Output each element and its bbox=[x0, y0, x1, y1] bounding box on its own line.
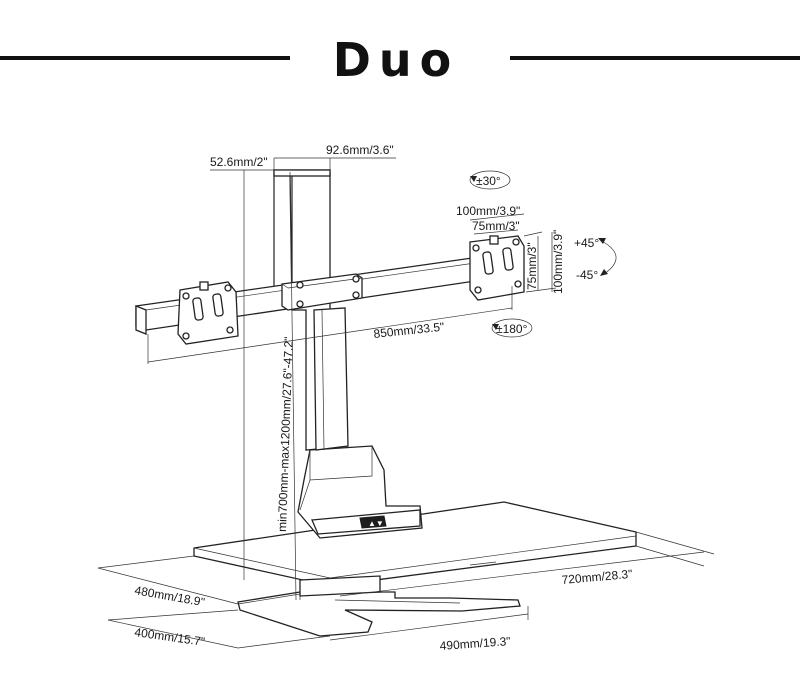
label-vesa-75: 75mm/3" bbox=[472, 219, 520, 233]
dimension-lines bbox=[97, 157, 715, 649]
label-vesa-75-vertical: 75mm/3" bbox=[525, 242, 539, 290]
label-vesa-100: 100mm/3.9" bbox=[456, 204, 520, 218]
label-vesa-100-vertical: 100mm/3.9" bbox=[551, 230, 565, 294]
lift-housing: ▲▼ bbox=[297, 445, 423, 539]
base-plate bbox=[237, 591, 521, 637]
tilt-rotation-icon bbox=[469, 170, 511, 190]
page-title: Duo bbox=[333, 33, 460, 87]
label-tilt: ±30° bbox=[476, 174, 501, 188]
label-base-width: 490mm/19.3" bbox=[439, 634, 511, 653]
label-swivel-plus: +45° bbox=[574, 236, 599, 250]
label-swivel-minus: -45° bbox=[576, 268, 598, 282]
label-arm-width: 850mm/33.5" bbox=[373, 320, 445, 341]
right-vesa-plate bbox=[469, 235, 525, 301]
label-height-range: min700mm-max1200mm/27.6"-47.2" bbox=[275, 336, 296, 532]
arm-clamp bbox=[281, 273, 363, 311]
rotation-180-icon bbox=[491, 318, 533, 338]
label-mast-width: 92.6mm/3.6" bbox=[326, 143, 394, 157]
svg-text:▲▼: ▲▼ bbox=[368, 519, 384, 528]
left-vesa-plate bbox=[177, 281, 239, 345]
label-base-depth: 400mm/15.7" bbox=[134, 625, 206, 649]
label-desk-width: 720mm/28.3" bbox=[561, 567, 633, 587]
label-rotation: ±180° bbox=[496, 322, 528, 336]
swivel-arrow-icon bbox=[598, 238, 617, 276]
label-desk-depth: 480mm/18.9" bbox=[133, 583, 205, 609]
label-mast-depth: 52.6mm/2" bbox=[210, 155, 268, 169]
